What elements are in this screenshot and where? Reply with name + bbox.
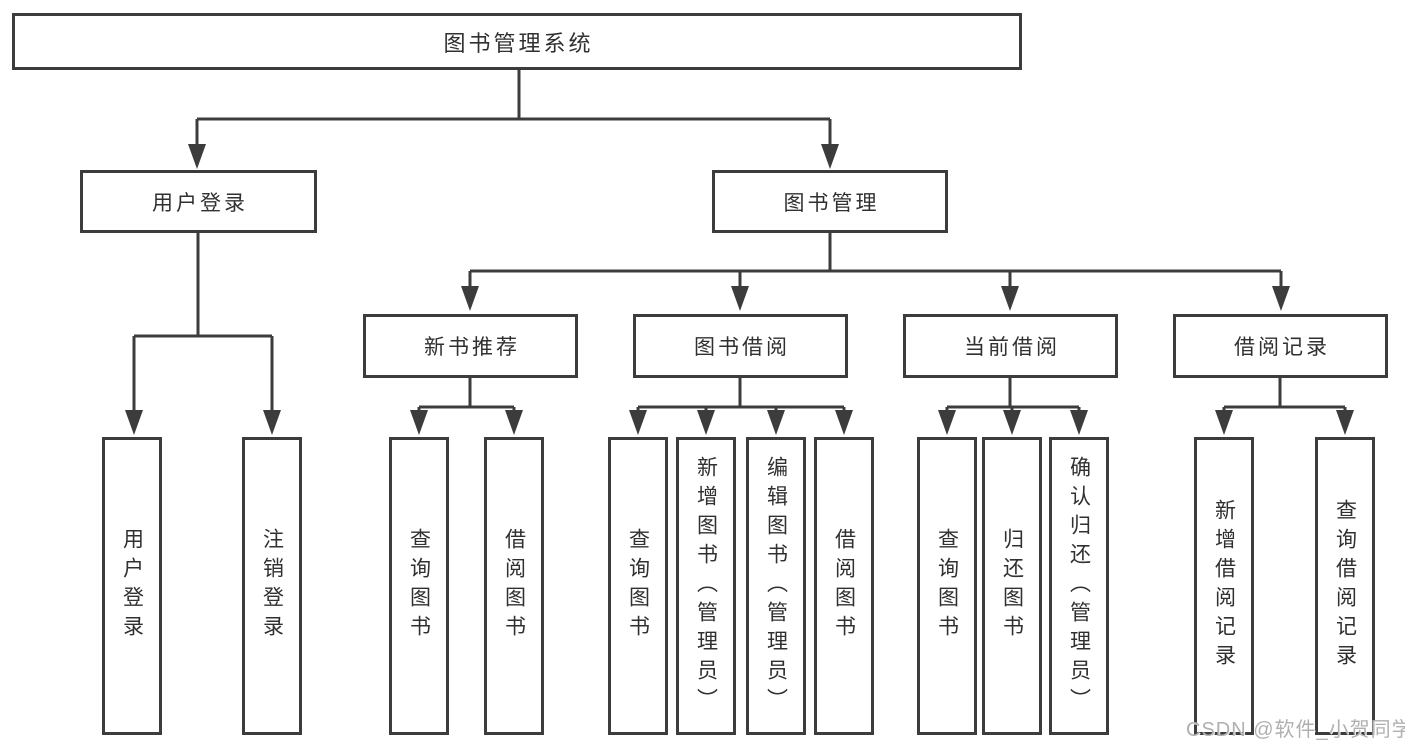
leaf-borrow-books-recommend-label: 借阅图书 xyxy=(502,528,526,644)
arrow-down-head xyxy=(697,410,715,435)
node-library-system: 图书管理系统 xyxy=(12,13,1022,70)
leaf-edit-books-admin: 编辑图书（管理员） xyxy=(746,437,806,735)
node-current-borrowing: 当前借阅 xyxy=(903,314,1118,378)
connector-new-book-children xyxy=(410,378,523,435)
leaf-confirm-return-admin: 确认归还（管理员） xyxy=(1049,437,1109,735)
arrow-down-head xyxy=(188,144,206,169)
csdn-watermark: CSDN @软件_小贺同学 xyxy=(1186,713,1405,742)
node-book-borrowing-label: 图书借阅 xyxy=(694,336,790,359)
leaf-query-books-recommend-label: 查询图书 xyxy=(407,528,431,644)
arrow-down-head xyxy=(505,410,523,435)
arrow-down-head xyxy=(938,410,956,435)
connector-user-login-children xyxy=(125,233,281,435)
leaf-query-books-current: 查询图书 xyxy=(917,437,977,735)
node-current-borrowing-label: 当前借阅 xyxy=(964,336,1060,359)
leaf-return-books-label: 归还图书 xyxy=(1000,528,1024,644)
node-user-login: 用户登录 xyxy=(80,170,317,233)
leaf-return-books: 归还图书 xyxy=(982,437,1042,735)
arrow-down-head xyxy=(629,410,647,435)
arrow-down-head xyxy=(410,410,428,435)
leaf-query-borrow-record-label: 查询借阅记录 xyxy=(1333,499,1357,673)
leaf-add-borrow-record: 新增借阅记录 xyxy=(1194,437,1254,735)
leaf-query-books-borrowing: 查询图书 xyxy=(608,437,668,735)
node-book-management-label: 图书管理 xyxy=(783,191,880,215)
connector-book-mgmt-to-level3 xyxy=(461,233,1290,311)
arrow-down-head xyxy=(1272,286,1290,311)
leaf-confirm-return-admin-label: 确认归还（管理员） xyxy=(1067,455,1091,717)
arrow-down-head xyxy=(1003,410,1021,435)
leaf-borrow-books-borrowing-label: 借阅图书 xyxy=(832,528,856,644)
leaf-add-borrow-record-label: 新增借阅记录 xyxy=(1212,499,1236,673)
node-new-book-recommend-label: 新书推荐 xyxy=(424,336,520,359)
node-borrow-records: 借阅记录 xyxy=(1173,314,1388,378)
leaf-query-books-recommend: 查询图书 xyxy=(389,437,449,735)
arrow-down-head xyxy=(767,410,785,435)
arrow-down-head xyxy=(125,410,143,435)
arrow-down-head xyxy=(1001,286,1019,311)
csdn-watermark-text: CSDN @软件_小贺同学 xyxy=(1186,719,1405,741)
arrow-down-head xyxy=(1070,410,1088,435)
node-library-system-label: 图书管理系统 xyxy=(443,30,594,56)
leaf-user-login-label: 用户登录 xyxy=(120,528,144,644)
arrow-down-head xyxy=(1215,410,1233,435)
leaf-add-books-admin-label: 新增图书（管理员） xyxy=(694,455,718,717)
leaf-add-books-admin: 新增图书（管理员） xyxy=(676,437,736,735)
connector-book-borrow-children xyxy=(629,378,853,435)
node-book-borrowing: 图书借阅 xyxy=(633,314,848,378)
connector-current-borrow-children xyxy=(938,378,1088,435)
leaf-borrow-books-borrowing: 借阅图书 xyxy=(814,437,874,735)
connector-root-to-level2 xyxy=(188,70,839,169)
leaf-logout-login-label: 注销登录 xyxy=(260,528,284,644)
arrow-down-head xyxy=(461,286,479,311)
leaf-edit-books-admin-label: 编辑图书（管理员） xyxy=(764,455,788,717)
leaf-query-borrow-record: 查询借阅记录 xyxy=(1315,437,1375,735)
node-borrow-records-label: 借阅记录 xyxy=(1234,336,1330,359)
arrow-down-head xyxy=(263,410,281,435)
arrow-down-head xyxy=(1336,410,1354,435)
leaf-query-books-current-label: 查询图书 xyxy=(935,528,959,644)
arrow-down-head xyxy=(731,286,749,311)
arrow-down-head xyxy=(821,144,839,169)
leaf-logout-login: 注销登录 xyxy=(242,437,302,735)
arrow-down-head xyxy=(835,410,853,435)
node-new-book-recommend: 新书推荐 xyxy=(363,314,578,378)
node-book-management: 图书管理 xyxy=(712,170,948,233)
leaf-user-login: 用户登录 xyxy=(102,437,162,735)
node-user-login-label: 用户登录 xyxy=(152,191,248,215)
leaf-query-books-borrowing-label: 查询图书 xyxy=(626,528,650,644)
connector-borrow-record-children xyxy=(1215,378,1354,435)
leaf-borrow-books-recommend: 借阅图书 xyxy=(484,437,544,735)
